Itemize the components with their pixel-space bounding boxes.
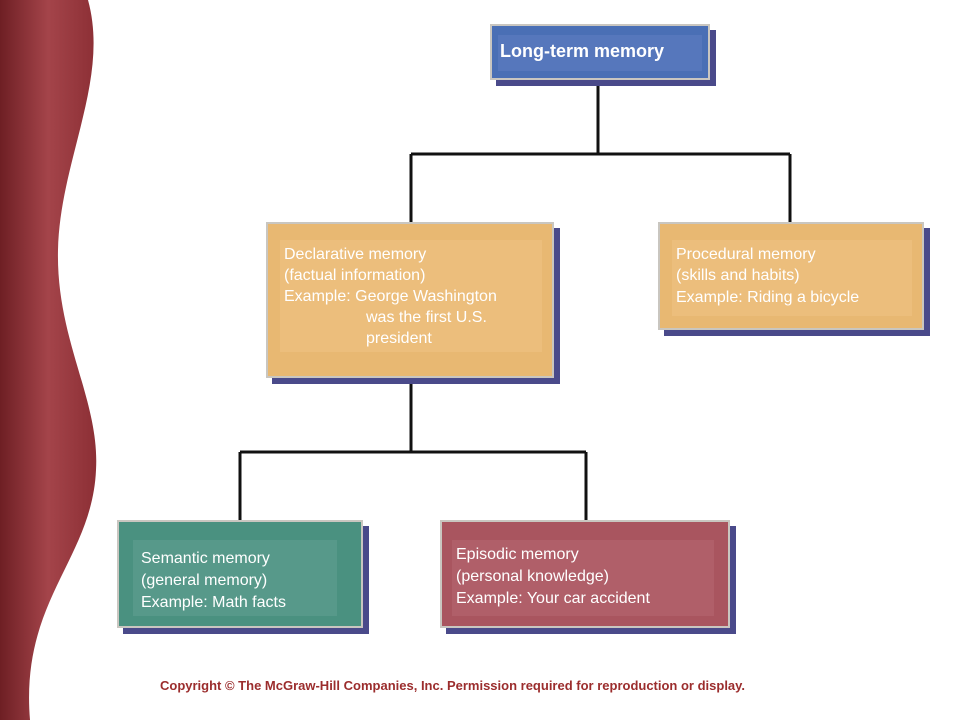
episodic-memory-inner-panel [452, 540, 714, 616]
procedural-memory-inner-panel [672, 240, 912, 316]
long-term-memory-label: Long-term memory [500, 41, 665, 61]
episodic-memory-title: Episodic memory [456, 546, 579, 563]
episodic-memory-description: (personal knowledge) [456, 568, 609, 585]
semantic-memory-example: Example: Math facts [141, 594, 286, 611]
semantic-memory-title: Semantic memory [141, 550, 270, 567]
declarative-memory-example-cont-1: was the first U.S. [366, 309, 487, 326]
procedural-memory-example: Example: Riding a bicycle [676, 289, 860, 306]
copyright-notice: Copyright © The McGraw-Hill Companies, I… [160, 678, 746, 693]
procedural-memory-title: Procedural memory [676, 246, 816, 263]
declarative-memory-box: Declarative memory (factual information)… [266, 222, 554, 378]
declarative-memory-title: Declarative memory [284, 246, 427, 263]
long-term-memory-box: Long-term memory [490, 24, 710, 80]
procedural-memory-box: Procedural memory (skills and habits) Ex… [658, 222, 924, 330]
episodic-memory-example: Example: Your car accident [456, 590, 650, 607]
semantic-memory-description: (general memory) [141, 572, 268, 589]
procedural-memory-description: (skills and habits) [676, 267, 800, 284]
declarative-memory-example-cont-2: president [366, 330, 432, 347]
declarative-memory-example: Example: George Washington [284, 288, 497, 305]
episodic-memory-box: Episodic memory (personal knowledge) Exa… [440, 520, 730, 628]
declarative-memory-inner-panel [280, 240, 542, 352]
semantic-memory-box: Semantic memory (general memory) Example… [117, 520, 363, 628]
decorative-wave-sidebar [0, 0, 97, 720]
long-term-memory-inner-panel [498, 35, 702, 71]
semantic-memory-inner-panel [133, 540, 337, 616]
declarative-memory-description: (factual information) [284, 267, 426, 284]
